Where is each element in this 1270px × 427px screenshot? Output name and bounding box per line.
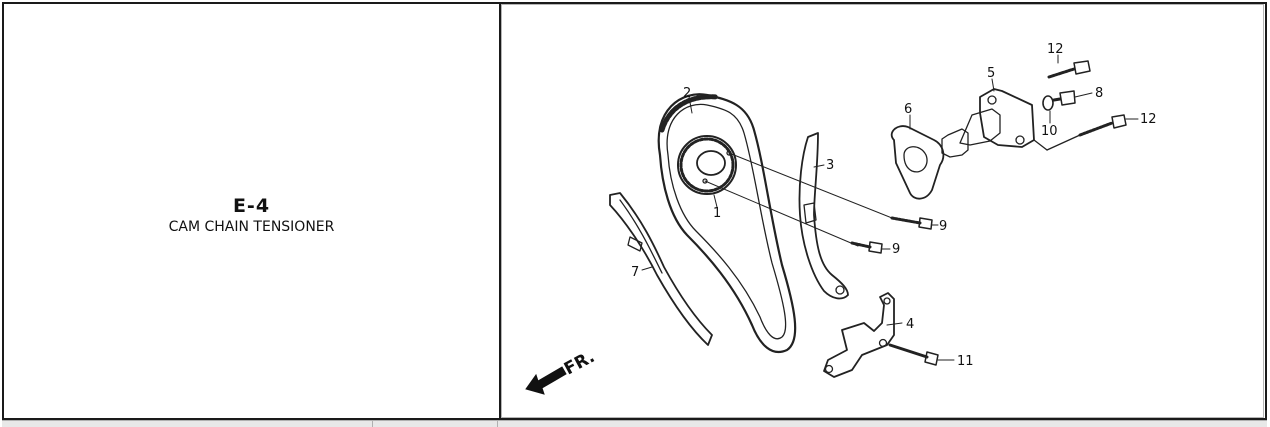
callout-7: 7 [631,265,639,280]
section-name: CAM CHAIN TENSIONER [168,219,335,235]
tensioner-pivot-plate [823,292,895,378]
callout-10: 10 [1041,124,1058,139]
cam-sprocket [677,135,737,195]
callout-9-upper: 9 [939,219,947,234]
callout-4: 4 [906,317,914,332]
bolt-8 [1052,90,1076,106]
cam-chain-tensioner-body [941,88,1081,158]
bolt-12-lower [1078,114,1127,137]
cam-chain [657,93,797,353]
bolt-12-upper [1047,60,1091,79]
callout-12-lower: 12 [1140,112,1157,127]
callout-3: 3 [826,158,834,173]
page-frame [2,2,1267,420]
callout-9-lower: 9 [892,242,900,257]
callout-8: 8 [1095,86,1103,101]
bolt-9-lower [850,241,883,254]
sealing-washer-10 [1042,95,1054,111]
front-direction-arrow-icon [525,366,567,395]
bottom-separator [372,421,373,427]
bottom-table-edge [2,420,1267,427]
column-divider [499,4,501,418]
bottom-separator [497,421,498,427]
callout-6: 6 [904,102,912,117]
tensioner-gasket [890,125,945,200]
callout-11: 11 [957,354,974,369]
callout-1: 1 [713,206,721,221]
cam-chain-guide [609,192,713,346]
bolt-11 [888,343,939,366]
exploded-parts-diagram: 1 2 3 4 5 6 7 8 9 9 10 11 12 12 FR. [525,42,1157,395]
section-title-block: E-4 CAM CHAIN TENSIONER [4,196,499,236]
section-code: E-4 [232,195,271,217]
callout-2: 2 [683,86,691,101]
bolt-9-upper [890,216,933,230]
exploded-diagram-cell: 1 2 3 4 5 6 7 8 9 9 10 11 12 12 FR. [501,4,1264,418]
callout-5: 5 [987,66,995,81]
cam-chain-tensioner-slipper [798,132,849,300]
section-title-cell: E-4 CAM CHAIN TENSIONER [4,4,499,418]
callout-12-upper: 12 [1047,42,1064,57]
front-direction-label: FR. [561,347,598,379]
